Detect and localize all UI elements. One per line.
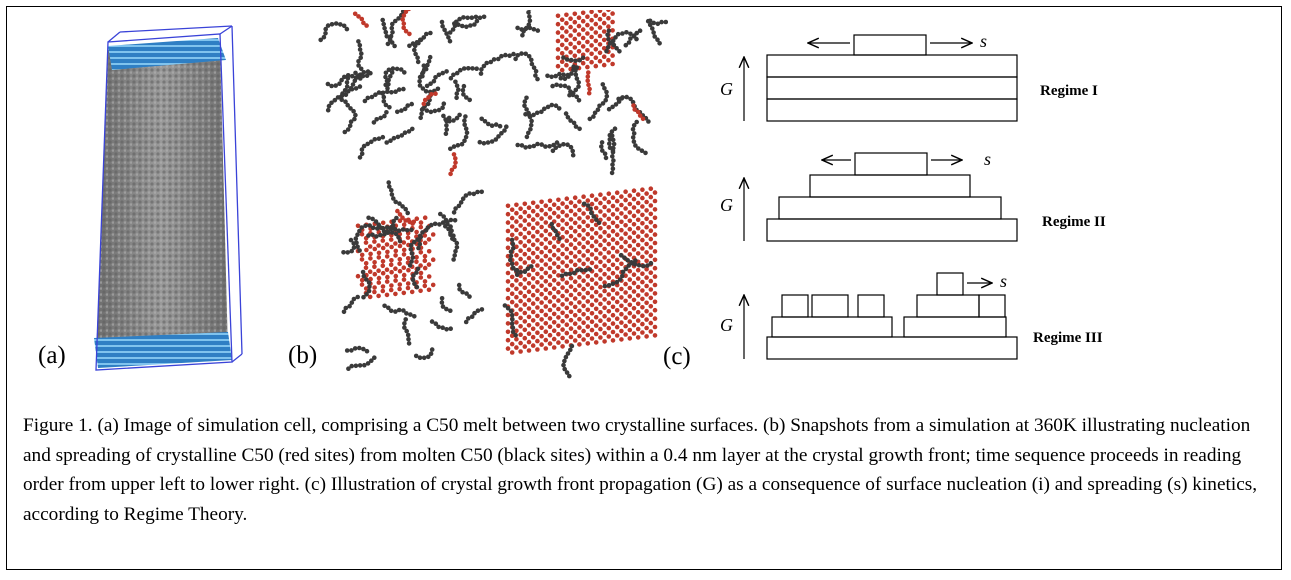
regime-diagram-panel: G s G s G s Regime I Regime II Regime II… (662, 15, 1182, 380)
spread-label-2: s (984, 149, 991, 169)
simulation-cell-image (94, 25, 243, 371)
growth-label-2: G (720, 195, 733, 215)
growth-label-1: G (720, 79, 733, 99)
regime-2-label: Regime II (1042, 214, 1106, 230)
cell-box-outline (95, 25, 243, 371)
panel-label-a: (a) (38, 342, 66, 369)
nucleus-2 (854, 152, 928, 176)
spread-label-3: s (1000, 271, 1007, 291)
growth-label-3: G (720, 315, 733, 335)
regime-2-diagram (744, 152, 1018, 242)
regime-1-label: Regime I (1040, 83, 1098, 99)
figure-caption: Figure 1. (a) Image of simulation cell, … (23, 411, 1273, 529)
regime-diagram: G s G s G s Regime I Regime II Regime II… (720, 31, 1106, 360)
regime-1-diagram (744, 34, 1018, 122)
top-crystal-surface (108, 38, 226, 70)
bottom-crystal-surface (94, 332, 232, 368)
snapshot-grid (318, 0, 669, 379)
simulation-cell-panel: (a) (38, 20, 280, 380)
panel-label-b: (b) (288, 342, 318, 369)
caption-text: Figure 1. (a) Image of simulation cell, … (23, 415, 1258, 525)
regime-3-label: Regime III (1033, 330, 1103, 346)
nucleus-3 (936, 272, 964, 296)
nucleus-1 (853, 34, 927, 56)
figure-frame (6, 6, 1282, 570)
regime-3-diagram (744, 272, 1018, 360)
panel-label-c: (c) (663, 343, 691, 370)
snapshots-panel: (b) (288, 0, 669, 380)
spread-label-1: s (980, 31, 987, 51)
